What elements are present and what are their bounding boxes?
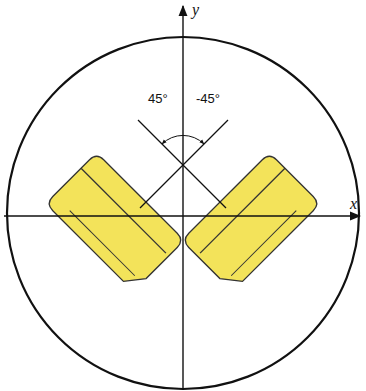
axis-label: y — [192, 2, 199, 18]
left-insert — [46, 153, 185, 292]
right-insert — [182, 153, 321, 292]
angle-label: -45° — [196, 92, 220, 105]
axis-label: x — [350, 196, 357, 212]
x-axis — [4, 215, 360, 216]
y-axis — [182, 6, 183, 389]
angle-line — [140, 120, 228, 208]
angle-arc — [162, 135, 204, 144]
angle-label: 45° — [148, 92, 168, 105]
angle-line — [138, 120, 226, 208]
